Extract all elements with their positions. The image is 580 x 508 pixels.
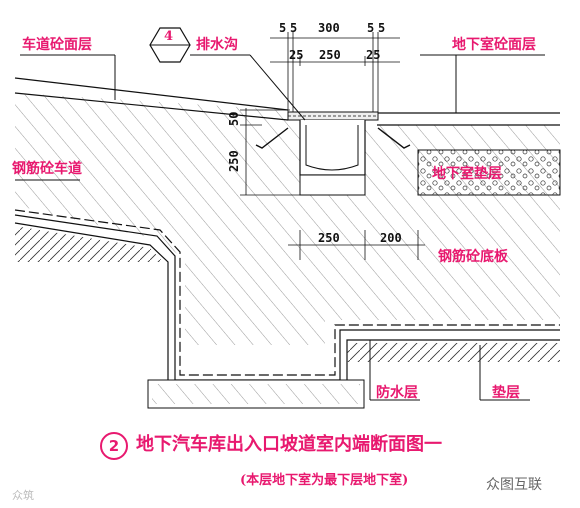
caption-number: 2 — [100, 432, 128, 460]
dim-second-25b: 25 — [366, 48, 381, 62]
watermark-left: 众筑 — [12, 489, 34, 502]
dim-mid-250: 250 — [318, 231, 340, 245]
dim-second-25a: 25 — [289, 48, 304, 62]
dim-top-300: 300 — [318, 21, 340, 35]
label-drain: 排水沟 — [196, 37, 238, 53]
label-rc-slab: 钢筋砼底板 — [438, 249, 508, 265]
dim-left-50: 50 — [227, 111, 241, 126]
dim-top-5b: 5 — [290, 21, 298, 35]
watermark-right: 众图互联 — [486, 477, 542, 493]
slab-concrete — [325, 195, 560, 320]
waterproof-ramp — [14, 209, 560, 376]
drain-base — [299, 174, 366, 196]
dim-top-5a: 5 — [279, 21, 287, 35]
dim-mid-200: 200 — [380, 231, 402, 245]
caption-note: (本层地下室为最下层地下室) — [240, 473, 409, 488]
basement-cushion — [417, 149, 561, 196]
dim-top-5c: 5 — [367, 21, 375, 35]
dim-second-250: 250 — [319, 48, 341, 62]
label-road-topping: 车道砼面层 — [22, 37, 92, 53]
earth-ramp — [15, 226, 165, 264]
label-waterproof: 防水层 — [376, 385, 418, 401]
dim-top-5d: 5 — [378, 21, 386, 35]
ramp-topping-line — [14, 77, 289, 111]
label-basement-topping: 地下室砼面层 — [452, 37, 536, 53]
caption-title: 地下汽车库出入口坡道室内端断面图一 — [136, 434, 442, 455]
dim-left-250: 250 — [227, 150, 241, 172]
earth-right — [347, 343, 560, 362]
ramp-topping-line2 — [14, 92, 289, 121]
label-rc-ramp: 钢筋砼车道 — [12, 161, 82, 177]
detail-ref-number: 4 — [164, 29, 174, 44]
label-basement-cushion: 地下室垫层 — [432, 166, 502, 182]
label-cushion: 垫层 — [492, 385, 520, 401]
